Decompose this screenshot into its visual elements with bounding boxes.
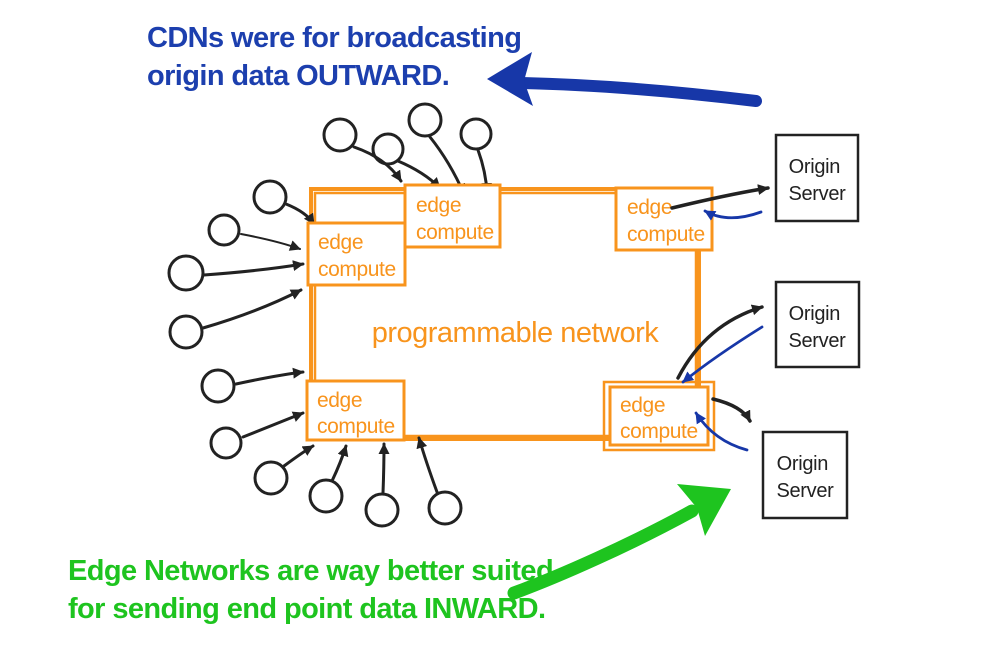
edge-compute-label: edge compute bbox=[627, 196, 705, 246]
edge-to-origin-arrow bbox=[676, 304, 764, 380]
edge-to-origin-arrow bbox=[711, 397, 752, 423]
inward-arrow bbox=[507, 484, 731, 600]
edge-compute-box-top-center: edge compute bbox=[403, 183, 502, 249]
edge-compute-box-top-right: edge compute bbox=[614, 186, 714, 252]
origin-server-label: Origin Server bbox=[788, 303, 846, 352]
edge-networks-caption: Edge Networks are way better suited for … bbox=[68, 555, 561, 625]
edge-compute-label: edge compute bbox=[318, 231, 396, 281]
endpoint-circle bbox=[407, 102, 443, 138]
endpoint-arrow bbox=[234, 367, 305, 386]
edge-compute-label: edge compute bbox=[416, 194, 494, 244]
endpoint-circle bbox=[371, 132, 405, 166]
endpoint-circle bbox=[209, 426, 243, 460]
origin-server-label: Origin Server bbox=[788, 156, 846, 205]
origin-server-box-3: Origin Server bbox=[761, 430, 849, 520]
edge-origin-arrows bbox=[670, 184, 770, 452]
edge-compute-box-bottom-right: edge compute bbox=[602, 380, 716, 452]
programmable-network-boundary bbox=[309, 187, 701, 441]
edge-compute-box-bottom-left: edge compute bbox=[305, 379, 406, 442]
edge-compute-label: edge compute bbox=[317, 389, 395, 438]
endpoint-circle bbox=[168, 314, 204, 350]
edge-compute-label: edge compute bbox=[620, 394, 698, 443]
endpoint-circle bbox=[207, 213, 241, 247]
cdn-caption: CDNs were for broadcasting origin data O… bbox=[147, 22, 529, 92]
endpoint-arrow bbox=[378, 442, 390, 495]
programmable-network-label: programmable network bbox=[372, 317, 660, 349]
origin-server-box-1: Origin Server bbox=[774, 133, 860, 223]
endpoint-circle bbox=[308, 478, 344, 514]
endpoint-arrow bbox=[201, 288, 303, 330]
endpoint-arrow bbox=[202, 260, 305, 277]
endpoint-arrow bbox=[416, 436, 439, 494]
endpoint-circle bbox=[322, 117, 358, 153]
outward-arrow bbox=[487, 52, 762, 107]
origin-to-edge-arrow bbox=[681, 325, 764, 384]
edge-compute-box-top-left: edge compute bbox=[306, 221, 407, 287]
endpoint-circle bbox=[200, 368, 236, 404]
endpoint-circle bbox=[167, 254, 205, 292]
endpoint-circle bbox=[427, 490, 463, 526]
endpoint-circle bbox=[364, 492, 400, 528]
endpoint-circle bbox=[252, 179, 288, 215]
edge-to-origin-arrow bbox=[670, 184, 770, 210]
origin-server-box-2: Origin Server bbox=[774, 280, 861, 369]
origin-server-label: Origin Server bbox=[776, 453, 834, 502]
origin-to-edge-arrow bbox=[694, 411, 749, 452]
endpoint-arrow bbox=[241, 411, 305, 439]
origin-to-edge-arrow bbox=[703, 209, 763, 221]
endpoint-arrow bbox=[240, 233, 301, 251]
endpoint-circles bbox=[167, 102, 493, 528]
endpoint-arrow bbox=[282, 444, 315, 468]
endpoint-circle bbox=[253, 460, 289, 496]
endpoint-circle bbox=[459, 117, 493, 151]
endpoint-arrow bbox=[330, 444, 349, 483]
endpoint-arrow bbox=[352, 145, 403, 183]
